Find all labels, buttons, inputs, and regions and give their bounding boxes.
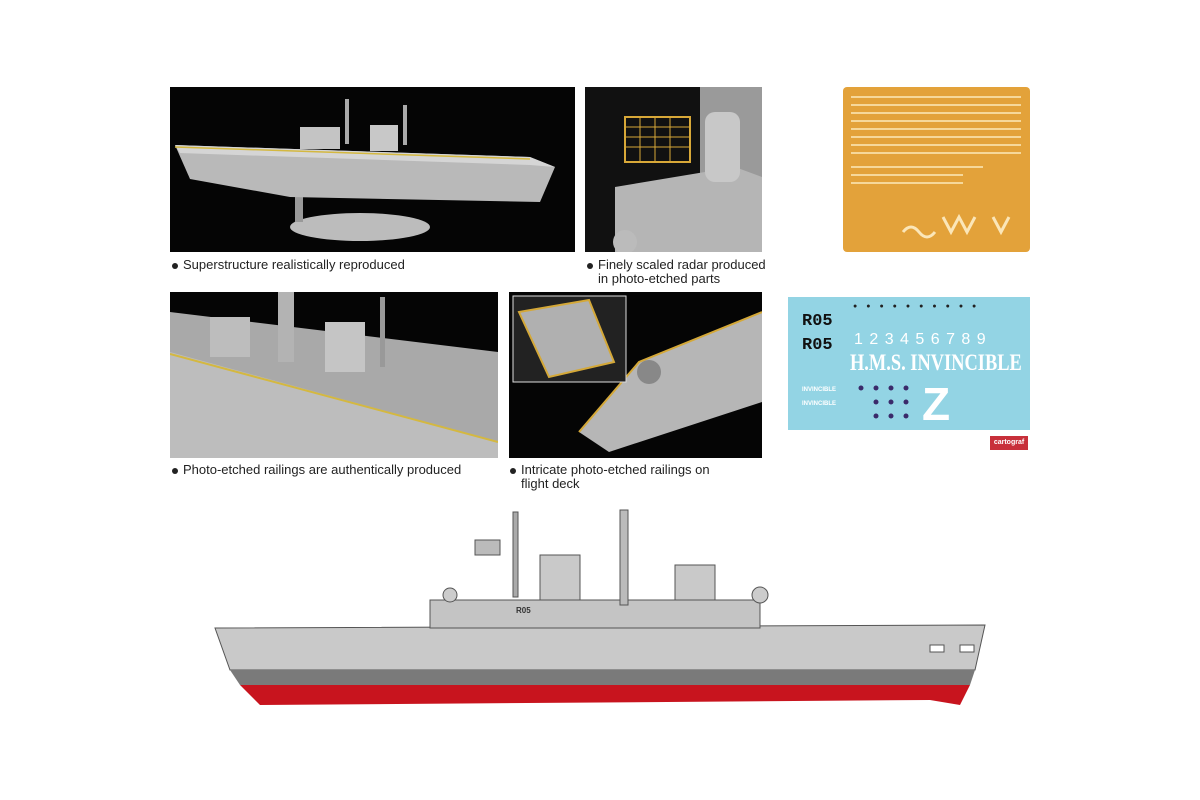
- caption-text: Finely scaled radar produced: [598, 257, 766, 272]
- photo-etched-fret: [843, 87, 1030, 252]
- railings-closeup-image: [170, 292, 498, 458]
- caption-text: Photo-etched railings are authentically …: [183, 462, 462, 477]
- photo-railings: [170, 292, 498, 458]
- ship-model-image: [174, 99, 555, 241]
- decal-pennant: R05: [802, 336, 833, 355]
- photo-superstructure: [170, 87, 575, 252]
- flight-deck-image: [512, 295, 762, 452]
- decal-small-name: INVINCIBLE: [802, 387, 837, 393]
- logo-text: cartograf: [993, 439, 1025, 446]
- radar-closeup-image: [613, 87, 762, 252]
- caption-text: Superstructure realistically reproduced: [183, 257, 405, 272]
- fret-parts-image: [851, 96, 1021, 239]
- decal-deck-letter: Z: [922, 378, 951, 430]
- cartograf-logo: cartograf: [990, 436, 1028, 450]
- decal-dots: [858, 385, 909, 419]
- photo-flight-deck: [509, 292, 762, 458]
- ship-profile-drawing: [214, 509, 986, 705]
- caption-text: in photo-etched parts: [598, 271, 721, 286]
- caption-railings: Photo-etched railings are authentically …: [172, 463, 461, 477]
- decal-index-numbers: ●●●●●●●●●●: [853, 303, 986, 310]
- decal-small-name: INVINCIBLE: [802, 401, 837, 407]
- decal-ship-name: H.M.S. INVINCIBLE: [850, 350, 1022, 375]
- photo-radar: [585, 87, 762, 252]
- hull-pennant: R05: [516, 606, 531, 615]
- decal-sheet: R05 R05 ●●●●●●●●●● 1 2 3 4 5 6 7 8 9 H.M…: [788, 297, 1030, 430]
- decal-deck-numbers: 1 2 3 4 5 6 7 8 9: [854, 331, 987, 348]
- caption-text: Intricate photo-etched railings on: [521, 462, 710, 477]
- caption-superstructure: Superstructure realistically reproduced: [172, 258, 405, 272]
- caption-text: flight deck: [521, 476, 580, 491]
- decal-pennant: R05: [802, 312, 833, 331]
